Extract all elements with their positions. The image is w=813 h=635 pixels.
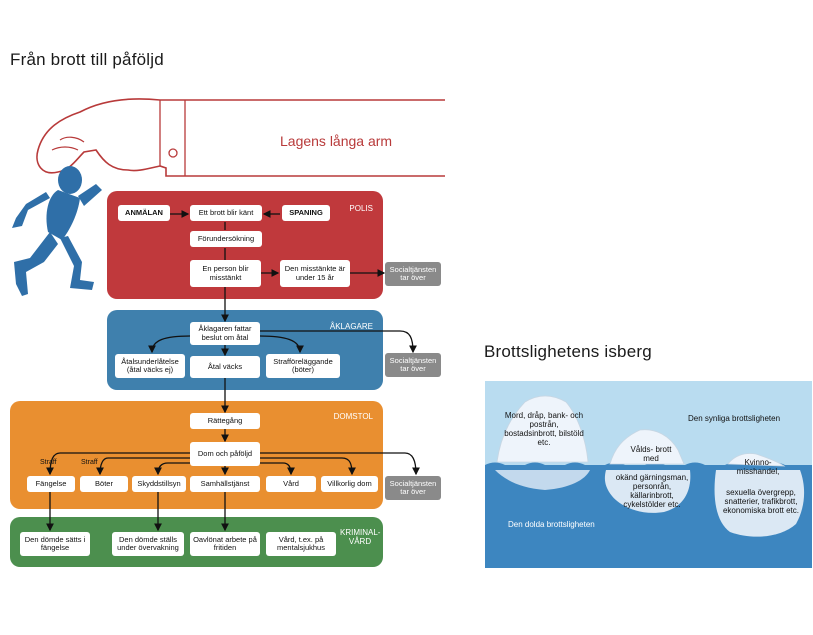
arm-outline	[36, 98, 445, 177]
running-figure-icon	[12, 166, 102, 296]
box-krim-vard: Vård, t.ex. på mentalsjukhus	[266, 532, 336, 556]
box-spaning: SPANING	[282, 205, 330, 221]
box-dom: Dom och påföljd	[190, 442, 260, 466]
label-domstol: DOMSTOL	[333, 412, 373, 421]
box-social-polis: Socialtjänsten tar över	[385, 262, 441, 286]
iceberg-2-bottom: okänd gärningsman, personrån, källarinbr…	[615, 473, 689, 509]
box-anmalan: ANMÄLAN	[118, 205, 170, 221]
arm-caption: Lagens långa arm	[280, 133, 393, 149]
cufflink-icon	[168, 148, 178, 158]
iceberg-2	[609, 429, 685, 465]
iceberg-3-top: Kvinno- misshandel,	[736, 458, 780, 476]
label-straff-1: Straff	[40, 459, 57, 466]
box-boter: Böter	[80, 476, 128, 492]
label-kriminalvard: KRIMINAL-VÅRD	[340, 528, 381, 546]
label-aklagare: ÅKLAGARE	[329, 322, 373, 331]
box-fangelse: Fängelse	[27, 476, 75, 492]
box-forundersokning: Förundersökning	[190, 231, 262, 247]
box-atalsunderlatelse: Åtalsunderlåtelse (åtal väcks ej)	[115, 354, 185, 378]
box-strafforelaggande: Strafföreläggande (böter)	[266, 354, 340, 378]
box-misstankt: En person blir misstänkt	[190, 260, 261, 287]
right-title: Brottslighetens isberg	[484, 342, 652, 361]
box-skyddstillsyn: Skyddstillsyn	[132, 476, 186, 492]
box-krim-overvakning: Den dömde ställs under övervakning	[112, 532, 184, 556]
box-atal-vacks: Åtal väcks	[190, 356, 260, 378]
iceberg-2-top: Vålds- brott med	[630, 445, 672, 463]
box-rattegang: Rättegång	[190, 413, 260, 429]
box-samhallstjanst: Samhällstjänst	[190, 476, 260, 492]
iceberg-1	[496, 395, 589, 463]
box-krim-oavlonat: Oavlönat arbete på fritiden	[190, 532, 260, 556]
hidden-crime-label: Den dolda brottsligheten	[508, 520, 595, 529]
left-title: Från brott till påföljd	[10, 50, 164, 69]
box-beslut: Åklagaren fattar beslut om åtal	[190, 322, 260, 345]
box-krim-fangelse: Den dömde sätts i fängelse	[20, 532, 90, 556]
box-social-domstol: Socialtjänsten tar över	[385, 476, 441, 500]
iceberg-3-bottom: sexuella övergrepp, snatterier, trafikbr…	[722, 488, 800, 515]
label-polis: POLIS	[349, 204, 373, 213]
iceberg-1-label: Mord, dråp, bank- och postrån, bostadsin…	[504, 411, 584, 447]
iceberg-3	[727, 453, 786, 467]
label-straff-2: Straff	[81, 459, 98, 466]
box-brott-kant: Ett brott blir känt	[190, 205, 262, 221]
box-villkorlig: Villkorlig dom	[321, 476, 378, 492]
box-social-aklagare: Socialtjänsten tar över	[385, 353, 441, 377]
box-under15: Den misstänkte är under 15 år	[280, 260, 350, 287]
visible-crime-label: Den synliga brottsligheten	[688, 414, 781, 423]
box-vard: Vård	[266, 476, 316, 492]
